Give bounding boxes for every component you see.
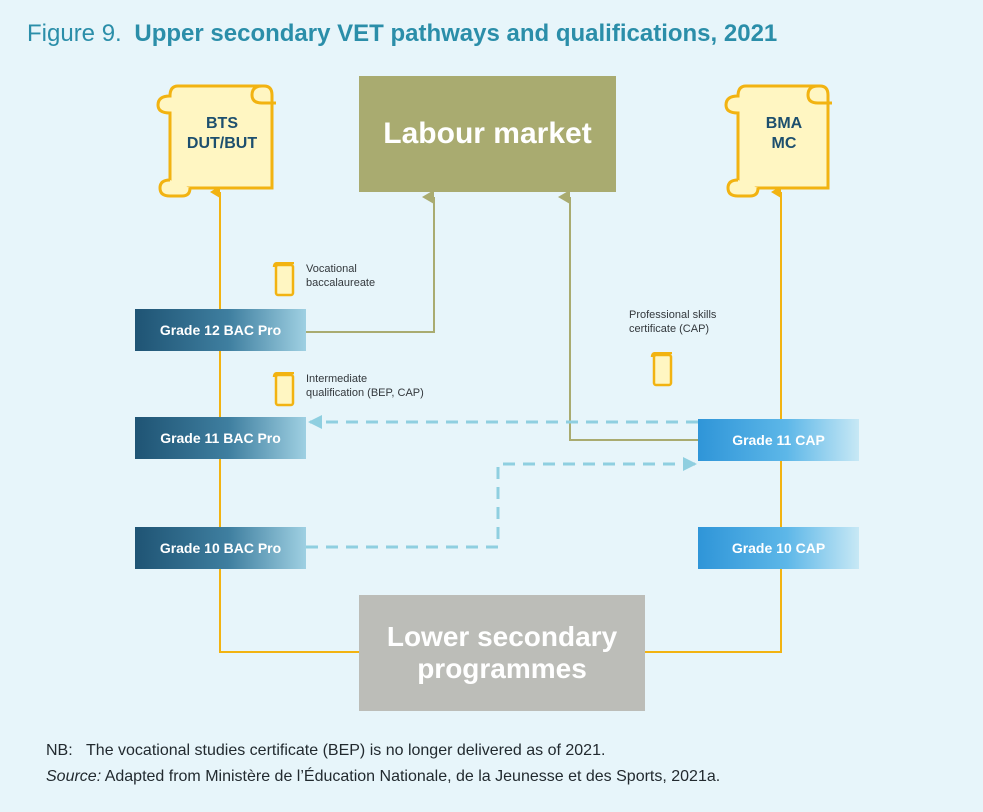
- vocational-bac-scroll-icon: [272, 262, 295, 297]
- source-text: Adapted from Ministère de l’Éducation Na…: [104, 768, 721, 785]
- bts-scroll-shape: [156, 84, 276, 198]
- figure-number: Figure 9.: [27, 20, 122, 47]
- professional-skills-label: Professional skills certificate (CAP): [629, 308, 716, 336]
- grade10-bac-pro-box: Grade 10 BAC Pro: [135, 527, 306, 569]
- source-note: Source: Adapted from Ministère de l’Éduc…: [46, 768, 720, 786]
- lower-secondary-line2: programmes: [417, 653, 587, 684]
- bts-scroll: BTS DUT/BUT: [172, 104, 272, 164]
- bac-to-labour-arrow: [306, 190, 435, 333]
- nb-prefix: NB:: [46, 742, 73, 759]
- bma-scroll-line2: MC: [771, 135, 797, 152]
- intermediate-qualification-scroll-icon: [272, 372, 295, 407]
- professional-skills-label-line2: certificate (CAP): [629, 323, 710, 335]
- professional-skills-scroll-icon: [650, 352, 673, 387]
- figure-title-text: Upper secondary VET pathways and qualifi…: [134, 20, 778, 47]
- nb-note: NB: The vocational studies certificate (…: [46, 742, 605, 760]
- labour-market-box: Labour market: [359, 76, 616, 192]
- intermediate-qualification-label: Intermediate qualification (BEP, CAP): [306, 372, 424, 400]
- bma-scroll-shape: [724, 84, 832, 198]
- bts-scroll-line1: BTS: [206, 115, 238, 132]
- bma-scroll: BMA MC: [740, 104, 828, 164]
- professional-skills-label-line1: Professional skills: [629, 309, 717, 321]
- intermediate-qualification-label-line2: qualification (BEP, CAP): [306, 387, 424, 399]
- nb-text: The vocational studies certificate (BEP)…: [86, 742, 606, 759]
- bts-scroll-line2: DUT/BUT: [186, 135, 258, 152]
- figure-title: Figure 9. Upper secondary VET pathways a…: [27, 18, 777, 50]
- grade11-cap-box: Grade 11 CAP: [698, 419, 859, 461]
- bac-to-cap-dashed-arrow: [306, 457, 697, 549]
- grade11-bac-pro-box: Grade 11 BAC Pro: [135, 417, 306, 459]
- cap-to-labour-arrow: [558, 190, 698, 441]
- lower-secondary-line1: Lower secondary: [386, 621, 618, 652]
- intermediate-qualification-label-line1: Intermediate: [306, 373, 368, 385]
- vocational-bac-label-line2: baccalaureate: [306, 277, 376, 289]
- vocational-bac-label: Vocational baccalaureate: [306, 262, 375, 290]
- grade10-cap-box: Grade 10 CAP: [698, 527, 859, 569]
- bma-scroll-line1: BMA: [765, 115, 803, 132]
- source-prefix: Source:: [46, 768, 102, 785]
- vocational-bac-label-line1: Vocational: [306, 263, 357, 275]
- lower-secondary-box: Lower secondary programmes: [359, 595, 645, 711]
- grade12-bac-pro-box: Grade 12 BAC Pro: [135, 309, 306, 351]
